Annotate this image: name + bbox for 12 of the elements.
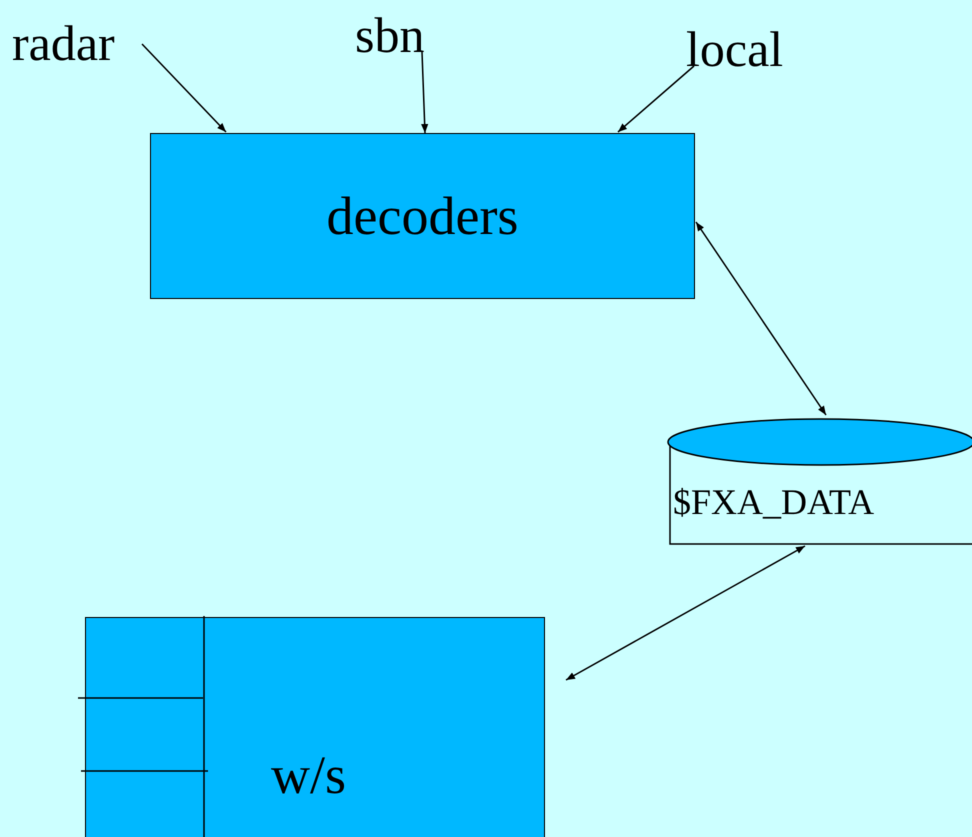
arrow	[618, 65, 694, 133]
input-label: sbn	[355, 10, 424, 60]
store-label: $FXA_DATA	[673, 484, 874, 520]
arrow	[566, 545, 806, 681]
arrow	[421, 52, 428, 134]
arrow	[695, 222, 827, 416]
arrow	[141, 43, 227, 133]
input-label: local	[686, 24, 784, 74]
box-label: decoders	[326, 189, 518, 243]
input-label: radar	[12, 18, 115, 68]
box-label: w/s	[271, 748, 346, 802]
process-box	[150, 133, 695, 299]
